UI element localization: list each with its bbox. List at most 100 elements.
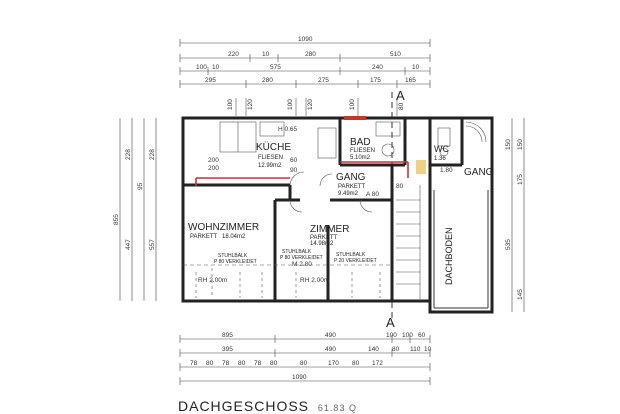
dim-top-row3-a: 100 xyxy=(196,64,207,71)
room-kueche-area: 12.99m2 xyxy=(258,163,282,169)
room-zimmer-floor: PARKETT xyxy=(310,235,338,241)
dim-bottom-row2-d: 80 xyxy=(392,346,400,353)
room-gang-outer-name: GANG xyxy=(464,167,494,178)
dim-interior-g: RH 2.00m xyxy=(198,277,227,284)
dim-left-e: 557 xyxy=(149,239,156,250)
dim-bottom-row3-b: 80 xyxy=(206,360,214,367)
dim-bottom-row3-d: 80 xyxy=(238,360,246,367)
dim-bottom-row1-d: 100 xyxy=(402,332,413,339)
dim-top-small-f: 80 xyxy=(398,102,405,110)
dim-top-row4-b: 280 xyxy=(262,77,273,84)
red-markings xyxy=(195,116,426,186)
room-wc-area: 1.36 xyxy=(434,156,446,162)
room-gang-inner-area: 9.49m2 xyxy=(338,191,359,197)
dim-interior-j: A 80 xyxy=(366,191,379,198)
room-bad-area: 5.10m2 xyxy=(350,155,371,161)
dim-bottom-row3-e: 78 xyxy=(254,360,262,367)
dim-left-f: 855 xyxy=(113,214,120,225)
dim-top-total: 1090 xyxy=(298,36,313,43)
room-bad-floor: FLIESEN xyxy=(350,148,375,154)
room-zimmer-name: ZIMMER xyxy=(310,224,349,235)
dim-bottom-row3-f: 80 xyxy=(270,360,278,367)
dim-top-row3-d: 240 xyxy=(372,64,383,71)
dim-top-row2-d: 510 xyxy=(390,51,401,58)
plan-title-text: DACHGESCHOSS xyxy=(178,398,310,414)
dim-top-row2-b: 10 xyxy=(262,51,270,58)
dim-bottom-total: 1090 xyxy=(292,374,307,381)
interior-dimensions: 200 200 60 90 80 H 0.65 RH 2.00m M 2.80 … xyxy=(198,126,453,284)
room-zimmer-note3: STUHLBALK xyxy=(282,249,312,255)
dim-top-row2-c: 280 xyxy=(305,51,316,58)
dim-bottom-row3-a: 78 xyxy=(190,360,198,367)
dim-interior-d: 90 xyxy=(290,167,298,174)
dim-right-d: 535 xyxy=(505,239,512,250)
section-mark-top: A xyxy=(396,88,405,103)
dim-left-b: 228 xyxy=(149,149,156,160)
dim-top-row3-b: 10 xyxy=(212,64,220,71)
dim-bottom-row2-e: 110 xyxy=(410,346,421,353)
dim-bottom-row3-c: 78 xyxy=(222,360,230,367)
room-wc-name: WC xyxy=(434,144,449,154)
dim-bottom-row1-c: 100 xyxy=(386,332,397,339)
room-bad-name: BAD xyxy=(350,137,371,148)
dim-left-d: 447 xyxy=(125,239,132,250)
room-zimmer-note4: P 80 VERKLEIDET xyxy=(280,255,323,261)
room-wohnzimmer-floor: PARKETT xyxy=(190,234,218,240)
dim-left-a: 228 xyxy=(125,149,132,160)
dim-interior-i: RH 2.00m xyxy=(300,277,329,284)
dim-bottom-row2-a: 395 xyxy=(222,346,233,353)
dim-right-a: 150 xyxy=(505,139,512,150)
dim-bottom-row2-f: 10 xyxy=(424,346,432,353)
dim-bottom-row1-b: 490 xyxy=(325,332,336,339)
top-dimensions: 1090 220 10 280 510 100 10 575 240 10 29… xyxy=(179,36,431,116)
section-marks: A A xyxy=(386,88,405,330)
dim-interior-c: 60 xyxy=(290,157,298,164)
dim-bottom-row1-e: 60 xyxy=(418,332,426,339)
dim-top-row3-c: 575 xyxy=(270,64,281,71)
bottom-dimensions: 895 490 100 100 60 395 490 140 80 110 10… xyxy=(179,332,432,385)
dim-left-c: 95 xyxy=(137,182,144,190)
room-wohnzimmer-area: 18.04m2 xyxy=(222,234,246,240)
dim-top-row2-a: 220 xyxy=(228,51,239,58)
dim-top-row3-e: 10 xyxy=(412,64,420,71)
dim-bottom-row3-j: 172 xyxy=(372,360,383,367)
dim-bottom-row3-g: 80 xyxy=(300,360,308,367)
plan-title: DACHGESCHOSS 61.83 Q xyxy=(178,398,357,414)
dim-top-small-d: 120 xyxy=(307,99,314,110)
dim-bottom-row2-c: 140 xyxy=(368,346,379,353)
dim-interior-k: 1.80 xyxy=(440,167,453,174)
room-kueche-floor: FLIESEN xyxy=(258,155,283,161)
walls xyxy=(181,116,494,314)
dim-top-small-c: 100 xyxy=(287,99,294,110)
dim-right-b: 150 xyxy=(517,139,524,150)
dim-bottom-row1-a: 895 xyxy=(222,332,233,339)
room-wohnzimmer-note2: P 80 VERKLEIDET xyxy=(214,259,257,265)
room-zimmer-area: 14.98m2 xyxy=(310,241,334,247)
room-wohnzimmer-note1: STUHLBALK xyxy=(218,253,248,259)
dim-top-row4-e: 165 xyxy=(405,77,416,84)
dim-interior-a: 200 xyxy=(208,157,219,164)
dim-interior-b: 200 xyxy=(208,165,219,172)
room-gang-inner-name: GANG xyxy=(336,172,366,183)
dim-top-small-a: 100 xyxy=(227,99,234,110)
dim-top-row4-d: 175 xyxy=(370,77,381,84)
fixtures xyxy=(183,121,487,301)
dim-top-small-e: 100 xyxy=(349,99,356,110)
dim-bottom-row3-i: 80 xyxy=(352,360,360,367)
room-dachboden-name: DACHBODEN xyxy=(444,227,454,285)
dim-right-e: 145 xyxy=(517,289,524,300)
room-gang-inner-floor: PARKETT xyxy=(338,184,366,190)
dim-interior-f: H 0.65 xyxy=(278,126,298,133)
dim-interior-h: M 2.80 xyxy=(292,261,312,268)
left-dimensions: 228 228 95 447 557 855 xyxy=(113,118,157,301)
room-zimmer-note1: STUHLBALK xyxy=(336,252,366,258)
room-kueche-name: KÜCHE xyxy=(256,141,291,153)
room-labels: KÜCHE FLIESEN 12.99m2 BAD FLIESEN 5.10m2… xyxy=(188,137,494,285)
dim-top-row4-c: 275 xyxy=(318,77,329,84)
dim-interior-e: 80 xyxy=(396,183,404,190)
right-dimensions: 150 150 175 535 145 xyxy=(505,118,525,312)
section-mark-bottom: A xyxy=(386,315,395,330)
dim-top-small-b: 120 xyxy=(247,99,254,110)
dim-bottom-row3-h: 170 xyxy=(328,360,339,367)
